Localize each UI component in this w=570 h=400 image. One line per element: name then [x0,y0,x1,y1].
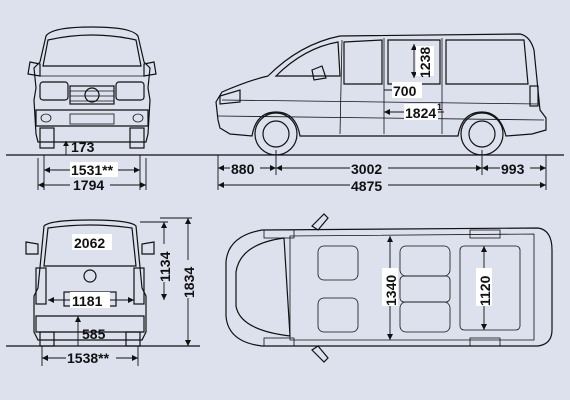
rear-load-height-label: 585 [82,326,106,342]
front-dimensions: 173 1531** 1794 [37,139,147,193]
side-rear-overhang-label: 993 [501,161,525,177]
rear-roof-width-label: 2062 [74,235,105,251]
side-door-width-label: 700 [393,83,417,99]
rear-opening-height-label: 1134 [157,251,173,282]
side-length-label: 4875 [351,178,382,194]
side-front-overhang-label: 880 [231,161,255,177]
rear-opening-width-label: 1181 [72,293,103,309]
top-wheelhouse-width-label: 1120 [477,275,493,306]
top-dimensions: 1340 1120 [382,236,493,340]
top-interior-width-label: 1340 [383,275,399,306]
rear-track-label: 1538** [67,350,110,366]
front-view [27,26,157,149]
side-wheelbase-label: 3002 [351,161,382,177]
top-view [225,213,553,363]
side-door-height-label: 1238 [417,47,433,78]
side-cargo-length-footnote: 1 [437,102,442,112]
front-width-label: 1794 [73,177,104,193]
side-view [215,33,547,156]
front-ground-clearance-label: 173 [71,139,95,155]
rear-dimensions: 2062 1181 1134 1834 585 1538** [6,217,200,366]
rear-total-height-label: 1834 [181,267,197,298]
front-track-label: 1531** [71,162,114,178]
side-dimensions: 1238 700 1824 1 880 3002 993 4875 [217,44,547,194]
side-cargo-length-label: 1824 [405,105,436,121]
